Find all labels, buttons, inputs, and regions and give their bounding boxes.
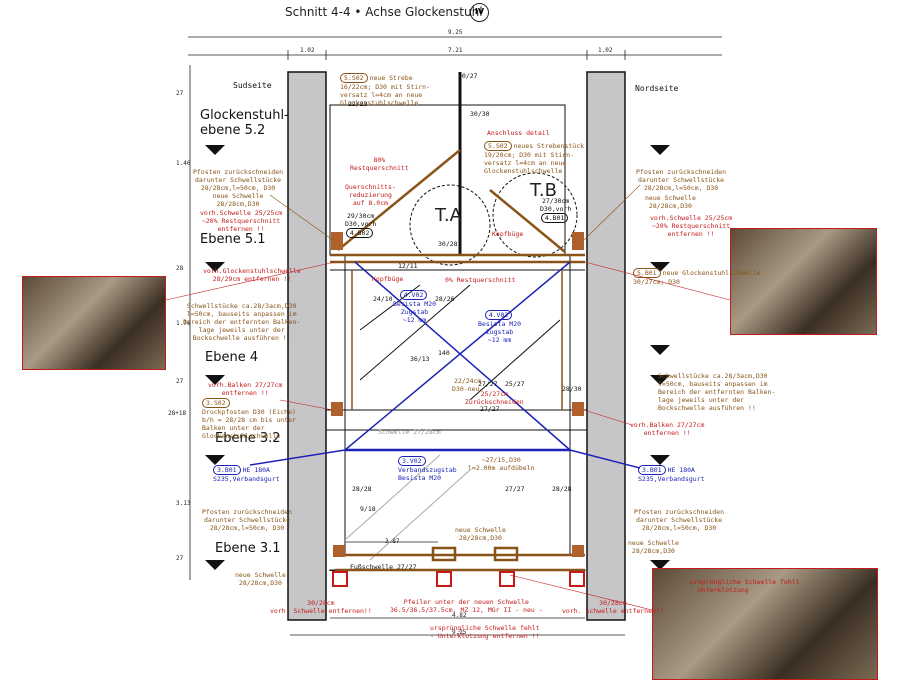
dim-v8: 28+18: [168, 410, 187, 417]
note-left-bottom-neue-schwelle: neue Schwelle 28/28cm,D30: [235, 571, 286, 587]
note-right-bottom-pfosten: Pfosten zurückschneiden darunter Schwell…: [634, 508, 725, 532]
note-pfeiler: Pfeiler unter der neuen Schwelle 36.5/36…: [390, 598, 543, 614]
dim-v1: 27: [176, 90, 184, 97]
note-left-bottom-pfosten: Pfosten zurückschneiden darunter Schwell…: [202, 508, 293, 532]
note-rest0: 0% Restquerschnitt: [445, 276, 516, 284]
dim-27-27a: 27/27: [478, 380, 498, 388]
dim-v5: 27: [176, 378, 184, 385]
note-right-vorh-schwelle: vorh.Schwelle 25/25cm ~20% Restquerschni…: [650, 214, 733, 238]
level-3-1: Ebene 3.1: [215, 541, 281, 556]
dimension-lines: [188, 36, 722, 636]
dim-30-27: 30/27: [458, 72, 478, 80]
dim-25-27: 25/27: [505, 380, 525, 388]
dim-12-11: 12/11: [398, 262, 418, 270]
north-wall: [586, 71, 626, 621]
dim-bottom-1: 4.82: [452, 612, 467, 619]
note-aufduebeln: ~27/15,D30 l=2.00m aufdübeln: [468, 456, 535, 472]
leader-lines: [165, 184, 731, 611]
north-side-label: Nordseite: [635, 84, 679, 93]
note-kopfbuege-2: Kopfbüge: [372, 275, 404, 283]
dim-24-10: 24/10: [373, 295, 393, 303]
dim-v3: 28: [176, 265, 184, 272]
note-right-bottom-vorh: 30/28cm vorh. Schwelle entfernen!!: [562, 599, 664, 615]
dim-140: 140: [438, 349, 450, 357]
dim-28-28b: 28/28: [552, 485, 572, 493]
dim-28-26: 28/26: [435, 295, 455, 303]
note-glockenstuhlschwelle-vorh: vorh.Glockenstuhlschwelle 28/29cm entfer…: [203, 267, 301, 283]
new-timber: [330, 149, 585, 572]
photo-left: [22, 276, 166, 370]
zone-tb: T.B: [530, 180, 557, 201]
note-right-neue-schwelle: neue Schwelle 28/28cm,D30: [645, 194, 696, 210]
note-right-balken: vorh.Balken 27/27cm entfernen !!: [630, 421, 705, 437]
photo-right: [730, 228, 877, 335]
drawing-title: Schnitt 4-4 • Achse Glockenstuhl: [285, 5, 483, 19]
note-right-pfosten: Pfosten zurückschneiden darunter Schwell…: [636, 168, 727, 192]
dim-22-23: 22/23: [348, 100, 368, 108]
piers: [332, 571, 585, 587]
dim-bottom-2: 9.25: [452, 629, 467, 636]
timber-frame: [326, 72, 587, 571]
dim-9-18: 9/18: [360, 505, 376, 513]
zone-ta: T.A: [435, 205, 462, 226]
dim-36-13: 36/13: [410, 355, 430, 363]
axis-badge: IV: [470, 3, 489, 22]
dim-right: 1.02: [598, 47, 613, 54]
note-fussschwelle: Fußschwelle 27/27: [350, 563, 417, 571]
note-left-pfosten: Pfosten zurückschneiden darunter Schwell…: [193, 168, 284, 208]
dim-left: 1.02: [300, 47, 315, 54]
note-rest80: 80% Restquerschnitt: [350, 156, 409, 172]
note-kopfbuege-1: Kopfbüge: [492, 230, 524, 238]
note-right-bottom-neue-schwelle: neue Schwelle 28/28cm,D30: [628, 539, 679, 555]
steel-members: [249, 261, 641, 469]
level-3-2: Ebene 3.2: [215, 431, 281, 446]
note-urspruengliche-schwelle-2: ursprüngliche Schwelle fehlt - Unterklot…: [690, 578, 800, 594]
note-left-bottom-vorh: 30/28cm vorh. Schwelle entfernen!!: [270, 599, 372, 615]
note-mid-neue-schwelle: neue Schwelle 28/28cm,D30: [455, 526, 506, 542]
dim-28-30: 28/30: [562, 385, 582, 393]
dim-27-27c: 27/27: [505, 485, 525, 493]
dim-27-27b: 27/27: [480, 405, 500, 413]
photo-bottom-right: [652, 568, 878, 680]
dim-mid: 7.21: [448, 47, 463, 54]
dim-30-30: 30/30: [470, 110, 490, 118]
dim-30-28: 30/28: [438, 240, 458, 248]
dim-28-28a: 28/28: [352, 485, 372, 493]
note-reduzierung: Querschnitts- reduzierung auf 8.0cm: [345, 183, 396, 207]
level-5-1: Ebene 5.1: [200, 232, 266, 247]
note-schwelle-27-28: Schwelle 27/28cm: [378, 428, 441, 436]
dim-v7: 27: [176, 555, 184, 562]
note-22-24: 22/24cm D30-neu-: [452, 377, 484, 393]
dim-span: 3.87: [385, 538, 400, 545]
note-left-schwellstuecke: Schwellstücke ca.28/3acm,D30 l=50cm, bau…: [183, 302, 301, 342]
note-anschluss: Anschluss detail: [487, 129, 550, 137]
dim-total-top: 9.25: [448, 29, 463, 36]
level-4: Ebene 4: [205, 350, 259, 365]
note-left-vorh-schwelle: vorh.Schwelle 25/25cm ~20% Restquerschni…: [200, 209, 283, 233]
south-side-label: Sudseite: [233, 81, 272, 90]
timber-blocks: [331, 232, 584, 557]
level-5-2: Glockenstuhl- ebene 5.2: [200, 108, 289, 138]
dim-v4: 1.78: [176, 320, 191, 327]
south-wall: [287, 71, 327, 621]
note-zurueckschneiden: 25/27cm Zurückschneiden: [465, 390, 524, 406]
dim-v6: 3.13: [176, 500, 191, 507]
dim-v2: 1.46: [176, 160, 191, 167]
level-markers: [205, 145, 670, 570]
note-right-schwellstuecke: Schwellstücke ca.28/3acm,D30 l=50cm, bau…: [658, 372, 776, 412]
note-urspruengliche-schwelle: ursprüngliche Schwelle fehlt - Unterklot…: [430, 624, 540, 640]
note-left-balken: vorh.Balken 27/27cm entfernen !!: [208, 381, 283, 397]
